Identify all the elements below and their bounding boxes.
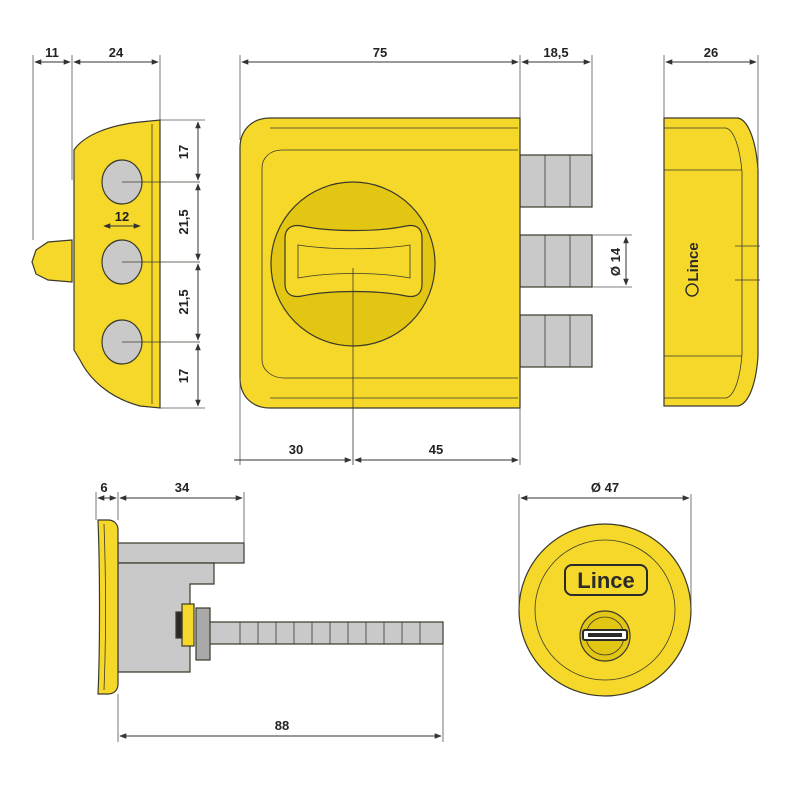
dim-cyl-total: 88 [275,718,289,733]
end-view-case [663,117,759,407]
bolt-top [519,154,593,208]
dim-rosette-diameter: Ø 47 [591,480,619,495]
lince-logo-icon [685,283,699,297]
front-dimensions: 75 18,5 30 45 Ø 14 [234,45,632,465]
tailpiece-segments [239,622,421,644]
rosette-logo-text: Lince [577,568,634,593]
dim-hole-pitch-1: 21,5 [176,209,191,234]
front-view [239,117,593,465]
rosette-logo-frame [564,564,648,596]
tailpiece-bar [204,621,444,645]
dim-hole-gap-bottom: 17 [176,369,191,383]
dim-case-depth: 26 [704,45,718,60]
rosette-front-view: Lince [518,523,692,697]
rosette-inner [534,539,676,681]
cylinder-side-view [97,519,444,695]
dim-side-front-offset: 11 [45,45,59,60]
end-view-logo-text: Lince [685,242,702,281]
dim-knob-left: 30 [289,442,303,457]
dim-cyl-body: 34 [175,480,190,495]
cylinder-body [117,542,245,564]
cylinder-rim [97,519,119,695]
side-view [31,119,200,409]
dim-bolt-diameter: Ø 14 [608,247,623,276]
cam-collar [195,607,211,661]
rosette-dimensions: Ø 47 [518,480,692,610]
end-dimensions: 26 [663,45,759,170]
cam-plate [175,611,183,639]
dim-hole-pitch-2: 21,5 [176,289,191,314]
side-view-bolt-stub [31,239,73,283]
dim-knob-right: 45 [429,442,443,457]
side-right-dimensions: 17 21,5 21,5 17 12 [103,119,205,409]
side-top-dimensions: 11 24 [32,45,161,240]
dim-side-depth: 24 [109,45,124,60]
end-view: Lince [663,117,760,407]
dim-cyl-rim: 6 [100,480,107,495]
rosette-outer [518,523,692,697]
dim-body-width: 75 [373,45,387,60]
cam-ring [181,603,195,647]
thumb-turn [284,224,423,298]
bolt-middle [519,234,593,288]
dim-hole-diameter: 12 [115,209,129,224]
bolt-bottom [519,314,593,368]
dim-hole-gap-top: 17 [176,145,191,159]
cylinder-dimensions: 6 34 88 [95,480,444,742]
dim-bolt-throw: 18,5 [543,45,568,60]
